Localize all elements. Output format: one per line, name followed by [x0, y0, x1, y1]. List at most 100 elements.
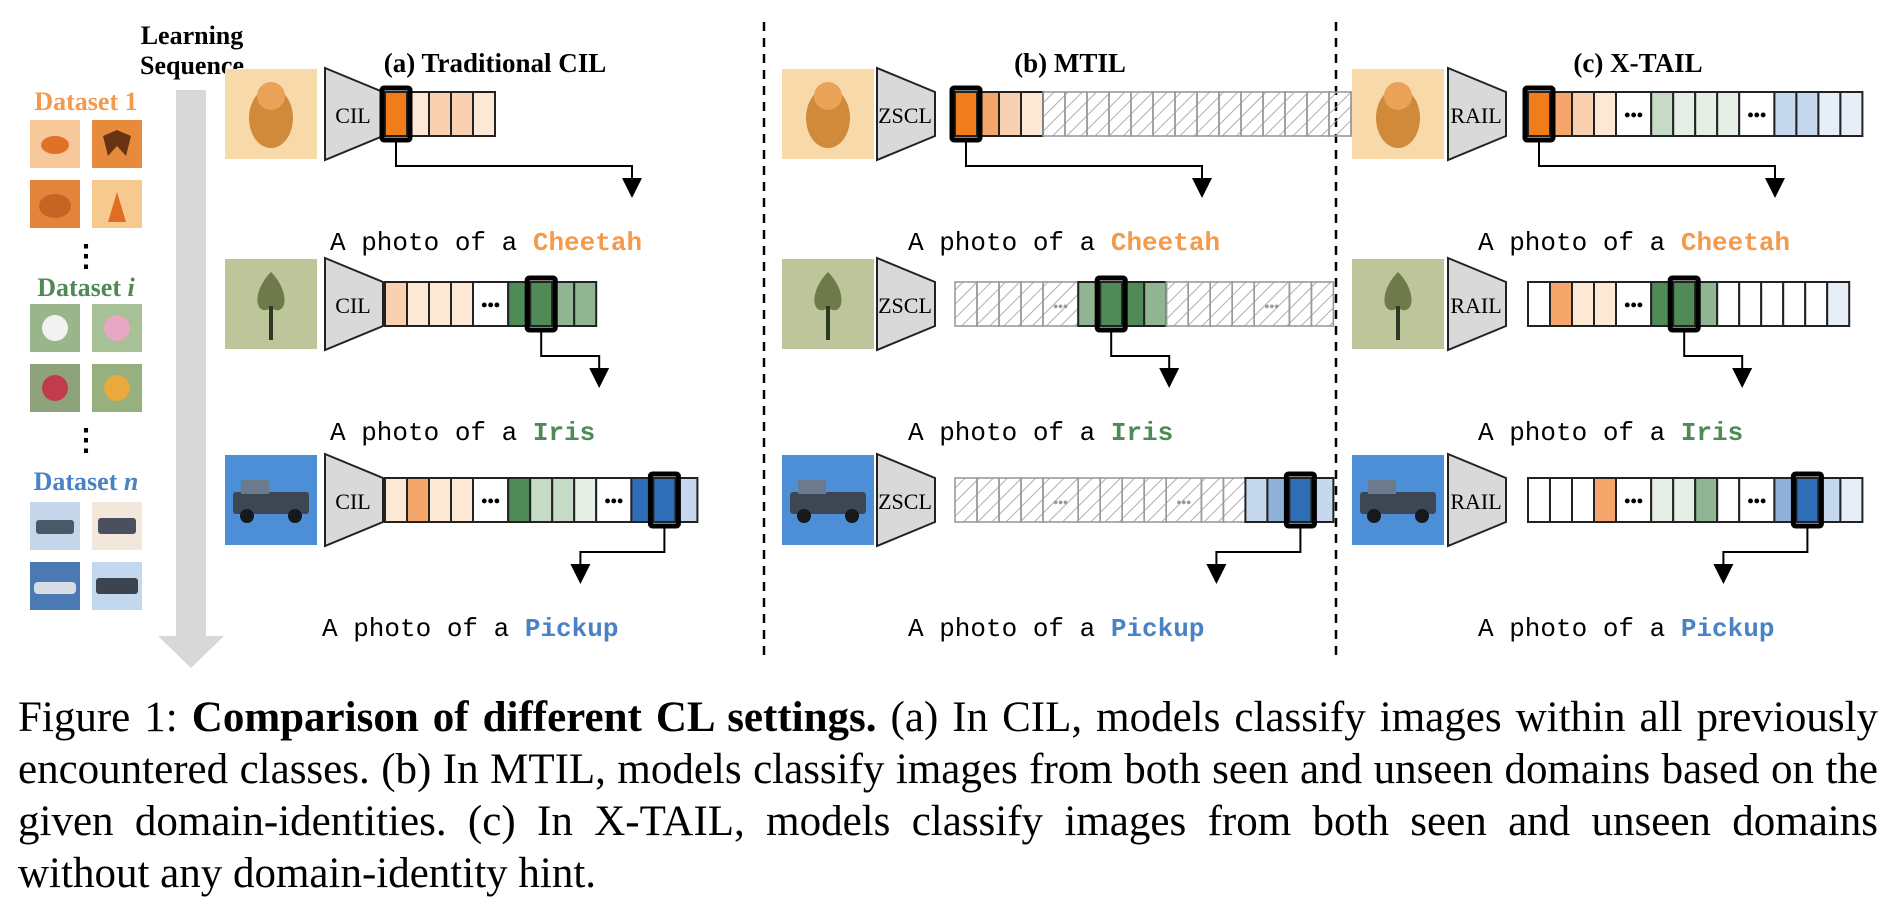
- prompt-prefix-panel-2-row-1: A photo of a: [908, 228, 1111, 258]
- bar-ellipsis-panel-2-row-2-13: •••: [1264, 300, 1279, 315]
- bar-cell-panel-1-row-1-0: [384, 91, 408, 137]
- bar-cell-panel-2-row-1-14: [1262, 91, 1286, 137]
- bar-cell-panel-2-row-2-9: [1165, 281, 1189, 327]
- prompt-class-panel-3-row-2: Iris: [1681, 418, 1743, 448]
- dataset-n-label: Dataset n: [34, 467, 139, 496]
- bar-cell-panel-2-row-3-7: [1121, 477, 1145, 523]
- prompt-class-panel-1-row-3: Pickup: [525, 614, 619, 644]
- pickup-cab-panel-2-row-3: [798, 480, 826, 494]
- bar-ellipsis-panel-3-row-1-4: •••: [1624, 105, 1643, 125]
- bar-cell-panel-2-row-1-6: [1086, 91, 1110, 137]
- prompt-prefix-panel-1-row-3: A photo of a: [322, 614, 525, 644]
- dataset-n-thumbnails: [30, 502, 142, 610]
- bar-cell-panel-3-row-3-8: [1716, 477, 1741, 523]
- encoder-panel-2-row-3: [876, 452, 936, 548]
- dataset-ellipsis-1: ⋮: [71, 240, 101, 273]
- bar-cell-panel-2-row-1-8: [1130, 91, 1154, 137]
- prompt-class-panel-2-row-1: Cheetah: [1111, 228, 1220, 258]
- prompt-class-panel-2-row-2: Iris: [1111, 418, 1173, 448]
- bar-cell-panel-3-row-2-2: [1571, 281, 1595, 327]
- bar-cell-panel-3-row-1-13: [1839, 91, 1864, 137]
- bar-cell-panel-3-row-1-4: [1615, 91, 1653, 137]
- bar-cell-panel-3-row-1-5: [1650, 91, 1675, 137]
- prompt-class-panel-3-row-3: Pickup: [1681, 614, 1775, 644]
- iris-stem-panel-2-row-2: [826, 306, 830, 340]
- bar-cell-panel-1-row-1-3: [450, 91, 474, 137]
- bar-cell-panel-2-row-1-2: [998, 91, 1022, 137]
- prompt-prefix-panel-3-row-1: A photo of a: [1478, 228, 1681, 258]
- encoder-panel-2-row-2: [876, 256, 936, 352]
- pickup-cab-panel-3-row-3: [1368, 480, 1396, 494]
- connector-panel-2-row-1: [965, 140, 1212, 198]
- bar-cell-panel-1-row-3-1: [406, 477, 430, 523]
- dataset-i-thumbnails: [30, 304, 142, 412]
- encoder-label-panel-3-row-3: RAIL: [1450, 489, 1501, 514]
- bar-cell-panel-3-row-1-10: [1773, 91, 1798, 137]
- bar-cell-panel-2-row-1-3: [1020, 91, 1044, 137]
- bar-cell-panel-2-row-1-9: [1152, 91, 1176, 137]
- encoder-panel-3-row-3: [1447, 452, 1507, 548]
- bar-cell-panel-1-row-2-8: [573, 281, 598, 327]
- prompt-prefix-panel-2-row-2: A photo of a: [908, 418, 1111, 448]
- connector-panel-1-row-3: [570, 526, 666, 584]
- bar-cell-panel-1-row-2-6: [529, 281, 554, 327]
- prompt-class-panel-1-row-1: Cheetah: [533, 228, 642, 258]
- bar-cell-panel-2-row-2-15: [1310, 281, 1335, 327]
- panel-c-title: (c) X-TAIL: [1573, 48, 1702, 78]
- bar-cell-panel-1-row-1-2: [428, 91, 452, 137]
- bar-cell-panel-3-row-3-2: [1571, 477, 1595, 523]
- bar-cell-panel-2-row-3-6: [1099, 477, 1123, 523]
- bar-ellipsis-panel-2-row-3-4: •••: [1053, 496, 1068, 511]
- bar-cell-panel-1-row-3-3: [450, 477, 474, 523]
- learning-sequence-title-line1: Learning: [141, 21, 244, 50]
- pickup-wheel-front-panel-2-row-3: [797, 509, 811, 523]
- bar-cell-panel-3-row-2-6: [1672, 281, 1697, 327]
- bar-cell-panel-2-row-3-3: [1020, 477, 1044, 523]
- bar-cell-panel-2-row-1-16: [1306, 91, 1330, 137]
- bar-cell-panel-3-row-2-3: [1593, 281, 1617, 327]
- encoder-label-panel-3-row-1: RAIL: [1450, 103, 1501, 128]
- connector-panel-1-row-2: [540, 330, 610, 388]
- bar-cell-panel-3-row-2-12: [1804, 281, 1829, 327]
- learning-sequence-arrow: [158, 90, 224, 668]
- bar-cell-panel-2-row-3-2: [998, 477, 1022, 523]
- encoder-panel-1-row-3: [324, 452, 384, 548]
- bar-cell-panel-3-row-1-0: [1527, 91, 1551, 137]
- bar-cell-panel-3-row-3-1: [1549, 477, 1573, 523]
- panel-b-title: (b) MTIL: [1014, 48, 1126, 78]
- bar-ellipsis-panel-3-row-3-9: •••: [1747, 491, 1766, 511]
- caption-label: Figure 1:: [18, 694, 192, 741]
- bar-cell-panel-2-row-1-4: [1042, 91, 1066, 137]
- bar-cell-panel-1-row-3-0: [384, 477, 408, 523]
- bar-cell-panel-3-row-2-13: [1826, 281, 1851, 327]
- prompt-panel-2-row-3: A photo of a Pickup: [908, 614, 1204, 644]
- bar-cell-panel-2-row-3-8: [1143, 477, 1167, 523]
- encoder-label-panel-3-row-2: RAIL: [1450, 293, 1501, 318]
- bar-cell-panel-1-row-3-6: [529, 477, 554, 523]
- pickup-figure-panel-3-row-3: [1360, 492, 1436, 514]
- bar-cell-panel-1-row-3-7: [551, 477, 576, 523]
- figure-caption: Figure 1: Comparison of different CL set…: [18, 692, 1878, 900]
- bar-cell-panel-2-row-3-12: [1244, 477, 1269, 523]
- bar-cell-panel-3-row-3-0: [1527, 477, 1551, 523]
- prompt-panel-1-row-1: A photo of a Cheetah: [330, 228, 642, 258]
- bar-cell-panel-3-row-1-7: [1694, 91, 1719, 137]
- panel-a-title: (a) Traditional CIL: [384, 48, 607, 78]
- bar-cell-panel-2-row-3-14: [1288, 477, 1313, 523]
- bar-cell-panel-1-row-2-1: [406, 281, 430, 327]
- bar-cell-panel-2-row-1-5: [1064, 91, 1088, 137]
- prompt-panel-1-row-3: A photo of a Pickup: [322, 614, 618, 644]
- bar-cell-panel-3-row-3-9: [1738, 477, 1776, 523]
- bar-ellipsis-panel-2-row-3-9: •••: [1176, 496, 1191, 511]
- learning-sequence-sidebar: Learning Sequence Dataset 1 ⋮ Dataset i: [30, 21, 244, 668]
- comparison-figure: Learning Sequence Dataset 1 ⋮ Dataset i: [30, 21, 1864, 668]
- iris-figure-panel-2-row-2: [814, 272, 842, 311]
- bar-cell-panel-2-row-3-9: [1165, 477, 1203, 523]
- iris-stem-panel-3-row-2: [1396, 306, 1400, 340]
- bar-cell-panel-3-row-1-3: [1593, 91, 1617, 137]
- prompt-panel-3-row-2: A photo of a Iris: [1478, 418, 1743, 448]
- prompt-panel-3-row-1: A photo of a Cheetah: [1478, 228, 1790, 258]
- bar-cell-panel-2-row-3-5: [1077, 477, 1101, 523]
- connector-panel-2-row-3: [1206, 526, 1302, 584]
- bar-ellipsis-panel-3-row-1-9: •••: [1747, 105, 1766, 125]
